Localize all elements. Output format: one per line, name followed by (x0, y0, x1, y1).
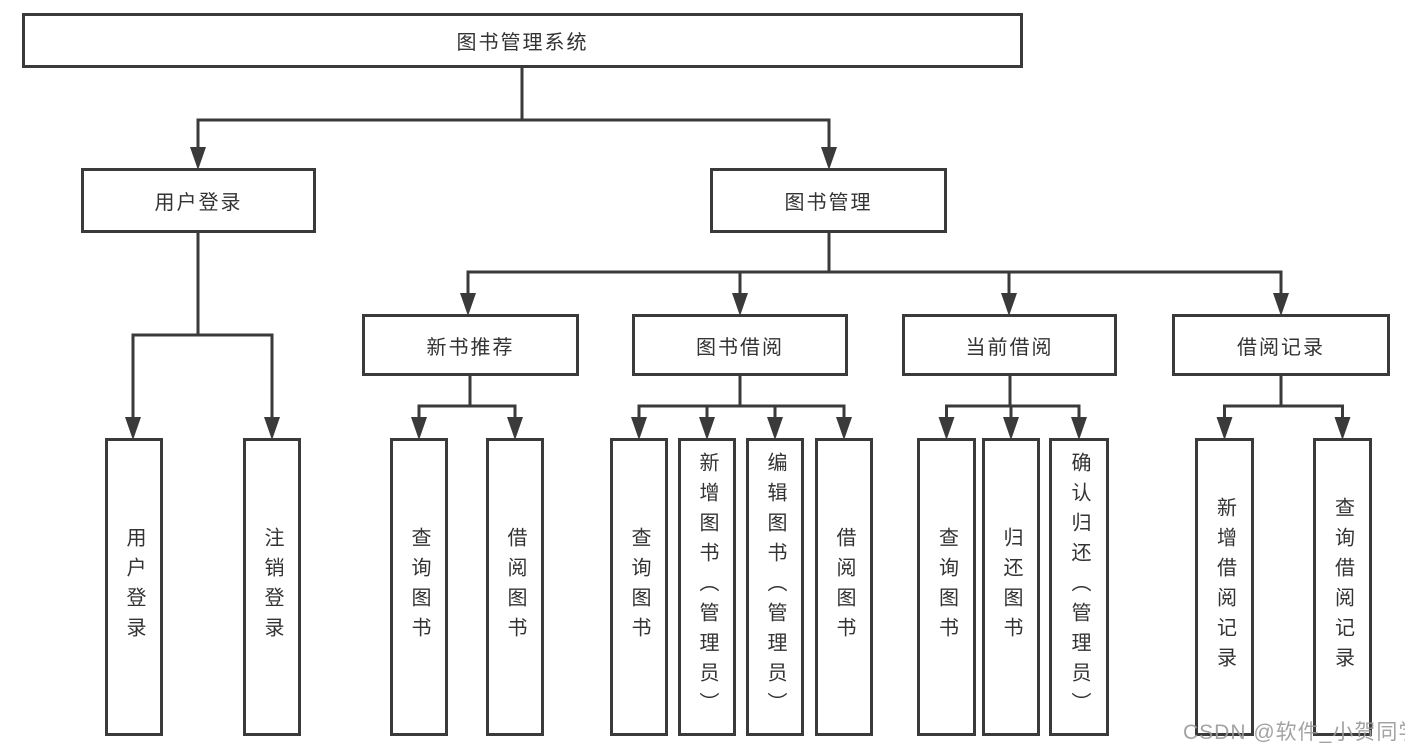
leaf-cb-query-books-label: 查询图书 (935, 527, 958, 647)
arrow-head (821, 147, 837, 170)
node-borrowing-records: 借阅记录 (1172, 314, 1390, 376)
leaf-bb-add-books-admin-label: 新增图书（管理员） (696, 452, 718, 722)
csdn-watermark: CSDN @软件_小贺同学 (1183, 721, 1405, 744)
node-new-book-recommendation: 新书推荐 (362, 314, 579, 376)
node-book-management: 图书管理 (710, 168, 947, 233)
leaf-rec-borrow-books: 借阅图书 (486, 438, 544, 736)
leaf-user-login-label: 用户登录 (123, 527, 145, 647)
leaf-bb-edit-books-admin: 编辑图书（管理员） (746, 438, 804, 736)
arrow-head (1216, 417, 1233, 440)
arrow-head (836, 417, 852, 440)
connector-book-borrow-children (631, 376, 852, 440)
arrow-head (767, 417, 783, 440)
arrow-head (411, 417, 427, 440)
leaf-cb-confirm-return-admin-label: 确认归还（管理员） (1068, 452, 1090, 722)
leaf-logout-label: 注销登录 (261, 527, 283, 647)
leaf-bb-borrow-books: 借阅图书 (815, 438, 873, 736)
arrow-head (1273, 293, 1289, 316)
leaf-bb-query-books-label: 查询图书 (628, 527, 650, 647)
node-user-login: 用户登录 (81, 168, 316, 233)
node-book-borrowing-label: 图书借阅 (696, 336, 784, 359)
node-root-label: 图书管理系统 (456, 32, 589, 54)
leaf-bb-add-books-admin: 新增图书（管理员） (678, 438, 736, 736)
arrow-head (1001, 293, 1017, 316)
leaf-br-add-record-label: 新增借阅记录 (1213, 497, 1236, 677)
connector-current-borrow-children (938, 376, 1087, 440)
leaf-logout: 注销登录 (243, 438, 301, 736)
arrow-head (1071, 417, 1087, 440)
leaf-br-query-record-label: 查询借阅记录 (1331, 497, 1354, 677)
connector-new-book-rec-children (411, 376, 523, 440)
arrow-head (460, 293, 476, 316)
leaf-cb-return-books-label: 归还图书 (1000, 527, 1022, 647)
arrow-head (1334, 417, 1351, 440)
leaf-cb-confirm-return-admin: 确认归还（管理员） (1049, 438, 1109, 736)
arrow-head (1003, 417, 1019, 440)
node-root-library-system: 图书管理系统 (22, 13, 1023, 68)
leaf-rec-borrow-books-label: 借阅图书 (504, 527, 526, 647)
arrow-head (507, 417, 523, 440)
node-user-login-label: 用户登录 (154, 192, 243, 214)
leaf-br-add-record: 新增借阅记录 (1195, 438, 1254, 736)
connector-borrow-records-children (1216, 376, 1351, 440)
leaf-bb-query-books: 查询图书 (610, 438, 668, 736)
connector-root-to-level2 (190, 68, 837, 170)
arrow-head (125, 417, 141, 440)
arrow-head (938, 417, 955, 440)
leaf-cb-return-books: 归还图书 (982, 438, 1040, 736)
arrow-head (264, 417, 280, 440)
connector-book-mgmt-children (460, 233, 1289, 316)
arrow-head (631, 417, 647, 440)
node-borrowing-records-label: 借阅记录 (1237, 336, 1325, 359)
arrow-head (190, 147, 206, 170)
arrow-head (699, 417, 715, 440)
leaf-rec-query-books-label: 查询图书 (408, 527, 430, 647)
leaf-rec-query-books: 查询图书 (390, 438, 448, 736)
node-new-book-recommendation-label: 新书推荐 (426, 336, 515, 359)
leaf-bb-edit-books-admin-label: 编辑图书（管理员） (764, 452, 786, 722)
leaf-cb-query-books: 查询图书 (917, 438, 976, 736)
node-current-borrowing-label: 当前借阅 (965, 336, 1054, 359)
leaf-bb-borrow-books-label: 借阅图书 (833, 527, 855, 647)
leaf-br-query-record: 查询借阅记录 (1313, 438, 1372, 736)
leaf-user-login: 用户登录 (105, 438, 163, 736)
node-book-management-label: 图书管理 (784, 192, 873, 214)
node-book-borrowing: 图书借阅 (632, 314, 848, 376)
connector-user-login-children (125, 233, 280, 440)
arrow-head (732, 293, 748, 316)
node-current-borrowing: 当前借阅 (902, 314, 1117, 376)
